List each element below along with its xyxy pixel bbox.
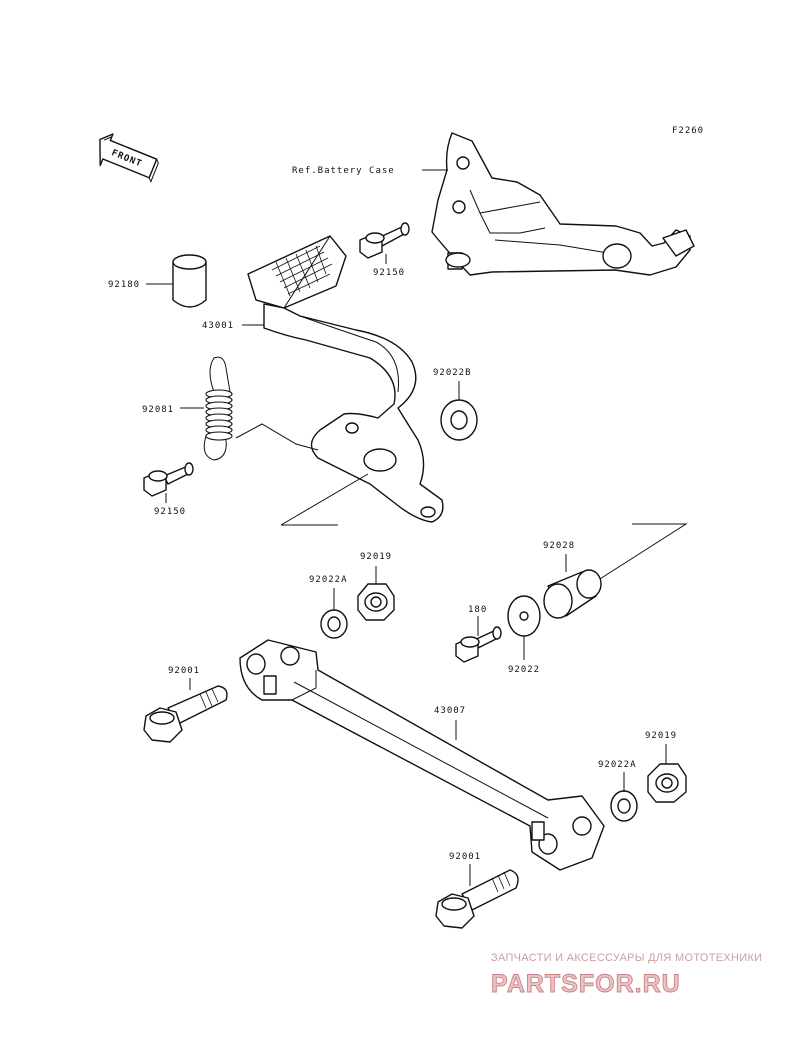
brake-pedal-43001 — [247, 235, 444, 523]
washer-92022a-right — [610, 790, 638, 822]
label-43001: 43001 — [202, 321, 234, 331]
collar-92028 — [543, 569, 602, 619]
label-92081: 92081 — [142, 405, 174, 415]
bolt-180 — [455, 626, 502, 663]
bolt-92001-bottom — [435, 869, 519, 929]
bolt-92001-left — [143, 685, 228, 743]
diagram-code: F2260 — [672, 126, 704, 136]
brake-rod-43007 — [239, 639, 605, 871]
washer-92022a-top — [320, 609, 348, 639]
bushing-92180 — [172, 254, 207, 308]
label-92022a-right: 92022A — [598, 760, 637, 770]
watermark-logo: PARTSFOR.RU — [491, 970, 681, 998]
label-92150-left: 92150 — [154, 507, 186, 517]
label-92022: 92022 — [508, 665, 540, 675]
label-92022b: 92022B — [433, 368, 472, 378]
label-92028: 92028 — [543, 541, 575, 551]
bolt-92150-top — [359, 222, 410, 259]
washer-92022 — [507, 595, 541, 637]
label-43007: 43007 — [434, 706, 466, 716]
return-spring-92081 — [203, 356, 233, 461]
label-92150-top: 92150 — [373, 268, 405, 278]
label-92001-left: 92001 — [168, 666, 200, 676]
label-ref-battery-case: Ref.Battery Case — [292, 166, 395, 176]
label-180: 180 — [468, 605, 487, 615]
label-92001-bottom: 92001 — [449, 852, 481, 862]
label-92019-right: 92019 — [645, 731, 677, 741]
label-92019-top: 92019 — [360, 552, 392, 562]
washer-92022b — [440, 399, 478, 441]
label-92022a-top: 92022A — [309, 575, 348, 585]
watermark-tagline: ЗАПЧАСТИ И АКСЕССУАРЫ ДЛЯ МОТОТЕХНИКИ — [491, 952, 762, 964]
bolt-92150-left — [143, 462, 194, 497]
battery-case-bracket — [431, 132, 695, 276]
nut-92019-right — [647, 763, 687, 803]
nut-92019-top — [357, 583, 395, 621]
front-arrow-icon: FRONT — [99, 133, 159, 183]
label-92180: 92180 — [108, 280, 140, 290]
